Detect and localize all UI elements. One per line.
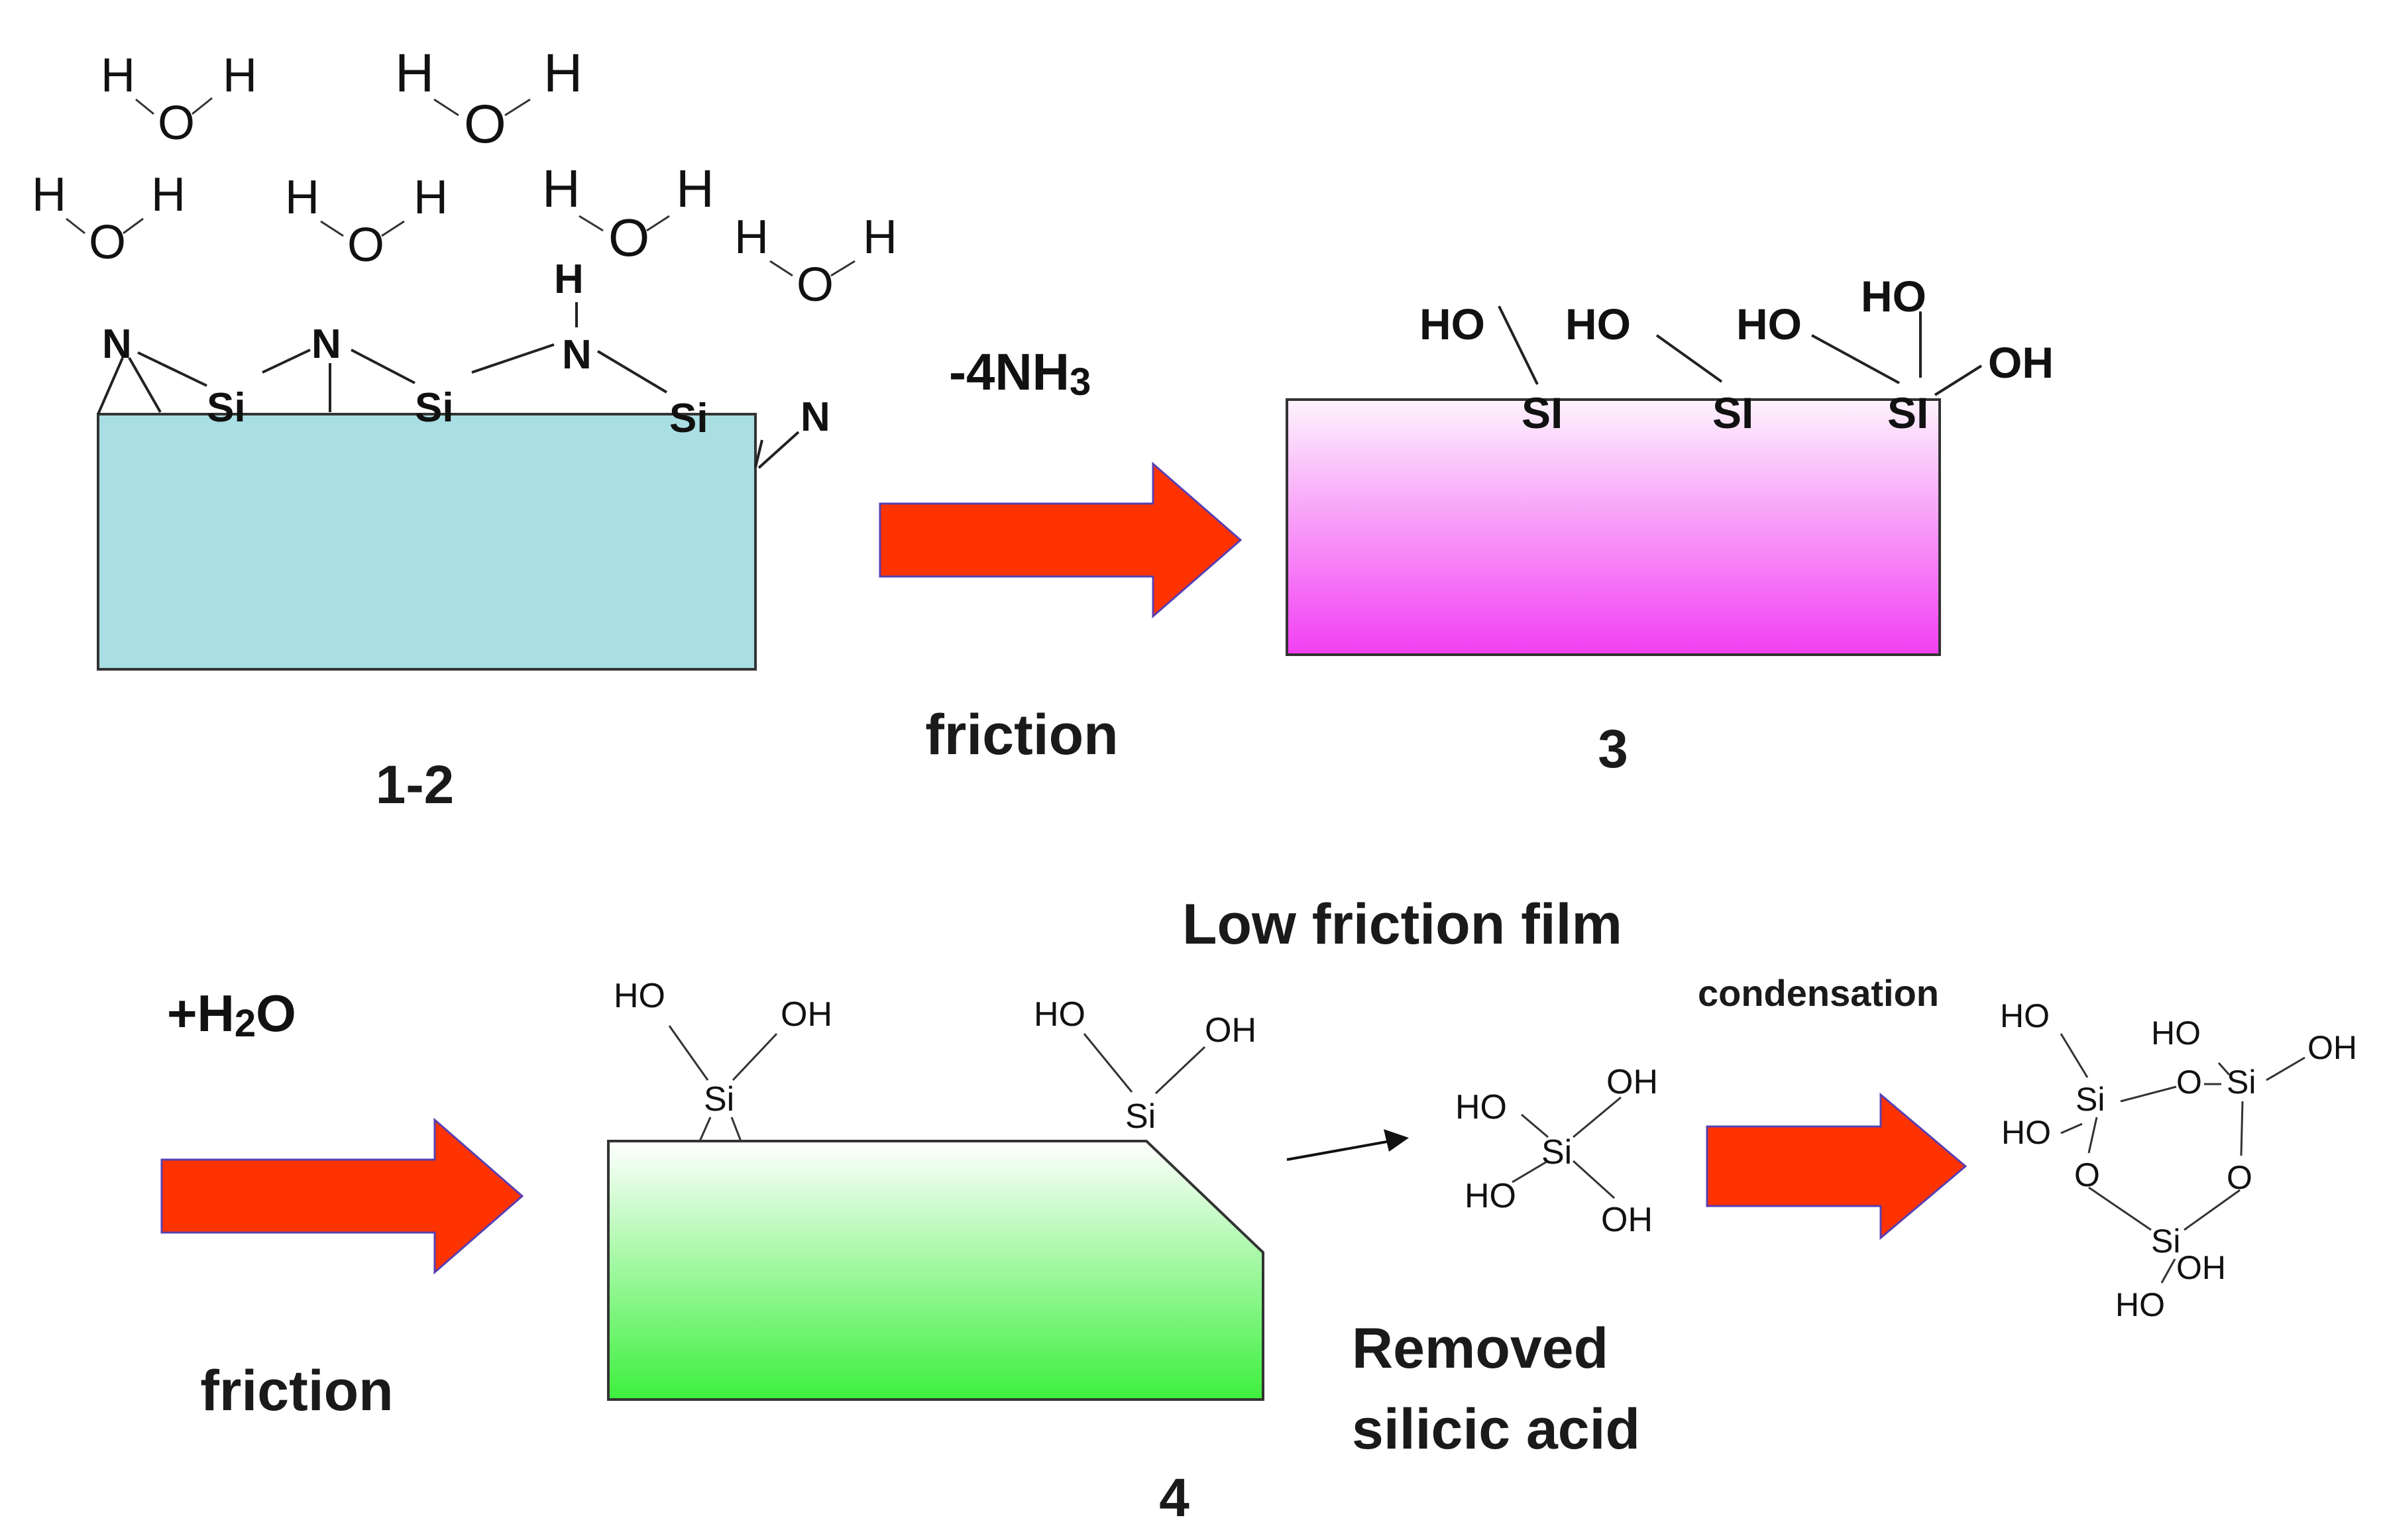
stage-4-film-surface: HO OH Si HO OH Si <box>607 977 1264 1401</box>
silicic-acid-molecule: HO OH Si HO OH <box>1455 1063 1658 1239</box>
film-block <box>607 1140 1264 1401</box>
step-1-reaction: -4NH3 friction <box>879 343 1243 767</box>
svg-text:OH: OH <box>1601 1201 1653 1239</box>
svg-text:O: O <box>464 94 506 154</box>
svg-text:Si: Si <box>669 396 708 441</box>
svg-text:Si: Si <box>1125 1097 1156 1136</box>
svg-text:HO: HO <box>1565 300 1631 349</box>
low-friction-film-title: Low friction film <box>1182 893 1622 956</box>
svg-text:HO: HO <box>614 977 665 1015</box>
water-molecule-3: H O H <box>32 168 186 269</box>
stage-3-label: 3 <box>1598 719 1628 779</box>
water-molecule-1: H O H <box>101 49 257 150</box>
water-molecule-6: H O H <box>734 211 897 311</box>
hydroxylated-block <box>1286 398 1941 656</box>
svg-text:HO: HO <box>1736 300 1802 349</box>
svg-text:N: N <box>102 321 132 367</box>
svg-text:SI: SI <box>1887 388 1928 437</box>
svg-text:OH: OH <box>2307 1029 2357 1066</box>
svg-text:H: H <box>151 168 186 221</box>
svg-text:O: O <box>347 219 384 272</box>
svg-text:HO: HO <box>2115 1286 2165 1323</box>
svg-text:N: N <box>801 394 830 440</box>
svg-text:O: O <box>2227 1159 2252 1196</box>
step-1-arrow <box>879 461 1243 619</box>
svg-text:Si: Si <box>2151 1223 2180 1260</box>
condensed-cyclic-siloxane: HO Si HO O HO Si OH O O Si OH HO <box>2000 997 2357 1323</box>
svg-text:H: H <box>414 171 448 224</box>
svg-text:N: N <box>562 332 592 378</box>
svg-text:H: H <box>32 168 66 221</box>
svg-text:HO: HO <box>2000 997 2050 1034</box>
water-molecule-5: H O H <box>542 159 714 267</box>
svg-text:H: H <box>542 159 581 218</box>
svg-text:O: O <box>158 97 195 150</box>
svg-text:HO: HO <box>1861 272 1926 321</box>
svg-text:HO: HO <box>2151 1015 2201 1052</box>
removed-silicic-acid-caption-line2: silicic acid <box>1352 1398 1640 1461</box>
svg-text:Si: Si <box>207 385 246 431</box>
svg-text:HO: HO <box>1419 300 1485 349</box>
svg-text:SI: SI <box>1522 388 1563 437</box>
svg-text:O: O <box>608 208 649 267</box>
svg-text:H: H <box>223 49 257 102</box>
svg-text:HO: HO <box>1455 1088 1507 1127</box>
step-1-condition: friction <box>925 703 1118 767</box>
removed-silicic-acid-caption-line1: Removed <box>1352 1317 1608 1380</box>
svg-text:OH: OH <box>1606 1063 1658 1101</box>
svg-text:H: H <box>676 159 714 218</box>
condensation-label: condensation <box>1698 972 1939 1014</box>
svg-text:N: N <box>311 321 341 367</box>
svg-text:O: O <box>2176 1064 2202 1101</box>
svg-text:H: H <box>395 43 434 103</box>
svg-text:H: H <box>863 211 897 264</box>
svg-text:OH: OH <box>1988 338 2054 387</box>
step-2-condition: friction <box>200 1359 393 1423</box>
step-3-reaction: condensation <box>1698 972 1967 1240</box>
svg-text:HO: HO <box>2001 1114 2051 1151</box>
svg-text:O: O <box>797 258 834 311</box>
water-molecule-4: H O H <box>285 171 448 272</box>
ammonia-release-label: -4NH3 <box>949 343 1091 404</box>
nitride-block <box>97 413 757 671</box>
step-2-reaction: +H2O friction <box>160 984 524 1423</box>
stage-4-label: 4 <box>1159 1468 1190 1528</box>
svg-text:Si: Si <box>415 385 454 431</box>
svg-text:H: H <box>734 211 769 264</box>
svg-text:HO: HO <box>1034 995 1085 1034</box>
svg-text:H: H <box>543 43 582 103</box>
stage-1-2-label: 1-2 <box>376 755 455 815</box>
svg-text:O: O <box>89 216 126 269</box>
svg-text:OH: OH <box>2176 1249 2226 1286</box>
removal-arrow <box>1286 1129 1409 1161</box>
svg-text:SI: SI <box>1712 388 1753 437</box>
step-2-arrow <box>160 1117 524 1275</box>
water-molecule-2: H O H <box>395 43 582 154</box>
stage-1-2-nitride-surface: N Si N Si H N Si N <box>97 256 830 671</box>
svg-text:Si: Si <box>1541 1133 1572 1172</box>
svg-text:H: H <box>554 256 584 302</box>
svg-text:OH: OH <box>1205 1011 1256 1050</box>
svg-text:H: H <box>101 49 135 102</box>
stage-3-hydroxylated-surface: HO HO HO HO OH SI SI SI <box>1286 272 2054 656</box>
step-3-arrow <box>1706 1092 1967 1240</box>
svg-text:O: O <box>2074 1156 2100 1193</box>
svg-text:HO: HO <box>1465 1177 1516 1215</box>
svg-text:OH: OH <box>781 995 832 1034</box>
svg-text:Si: Si <box>2227 1064 2256 1101</box>
svg-text:Si: Si <box>704 1080 734 1119</box>
svg-text:H: H <box>285 171 319 224</box>
water-addition-label: +H2O <box>167 984 296 1045</box>
svg-text:Si: Si <box>2076 1081 2105 1118</box>
